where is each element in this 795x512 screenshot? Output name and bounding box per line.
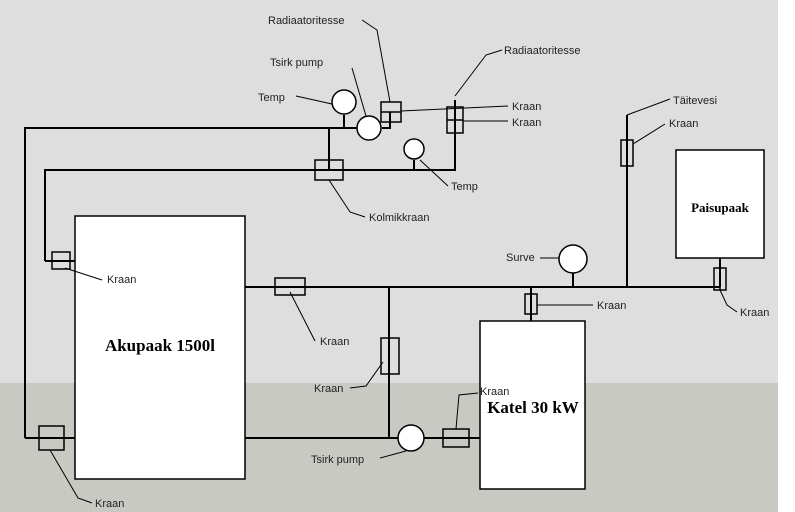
pressure-gauge xyxy=(558,244,588,274)
boiler-tank-label: Katel 30 kW xyxy=(487,398,579,417)
temperature-gauge-left xyxy=(331,89,357,115)
label-valve-accumulator-top: Kraan xyxy=(320,336,349,348)
label-pressure: Surve xyxy=(506,252,535,264)
valve-bottom-left xyxy=(38,425,65,451)
pipe-pump-to-radiator xyxy=(382,112,391,129)
expansion-tank xyxy=(675,149,765,259)
label-valve-fill: Kraan xyxy=(669,118,698,130)
label-valve-expansion: Kraan xyxy=(740,307,769,319)
boiler-tank xyxy=(479,320,586,490)
label-valve-boiler-inlet: Kraan xyxy=(480,386,509,398)
circulation-pump-bottom xyxy=(397,424,425,452)
label-valve-left: Kraan xyxy=(107,274,136,286)
label-pump-bottom: Tsirk pump xyxy=(311,454,364,466)
label-radiators-right: Radiaatoritesse xyxy=(504,45,580,57)
label-temp-right: Temp xyxy=(451,181,478,193)
label-temp-left: Temp xyxy=(258,92,285,104)
pipe-inner-loop xyxy=(44,100,456,261)
label-fill-water: Täitevesi xyxy=(673,95,717,107)
pipe-outer-loop xyxy=(24,127,363,438)
valve-fill-water xyxy=(620,139,634,167)
labels: Radiaatoritesse Radiaatoritesse Tsirk pu… xyxy=(95,15,769,510)
label-valve-bottom-left: Kraan xyxy=(95,498,124,510)
label-valve-radiator-1: Kraan xyxy=(512,101,541,113)
valve-boiler-top xyxy=(524,293,538,315)
label-valve-riser: Kraan xyxy=(314,383,343,395)
accumulator-tank xyxy=(74,215,246,480)
temperature-gauge-right xyxy=(403,138,425,160)
leader-lines xyxy=(49,19,738,504)
accumulator-tank-label: Akupaak 1500l xyxy=(105,336,215,355)
label-three-way-valve: Kolmikkraan xyxy=(369,212,430,224)
valve-radiator-1 xyxy=(380,101,402,123)
valve-accumulator-top xyxy=(274,277,306,296)
circulation-pump-top xyxy=(356,115,382,141)
valve-radiator-2 xyxy=(446,106,464,134)
valve-riser xyxy=(380,337,400,375)
label-pump-top: Tsirk pump xyxy=(270,57,323,69)
expansion-tank-label: Paisupaak xyxy=(691,200,750,215)
label-valve-boiler-top: Kraan xyxy=(597,300,626,312)
label-radiators-top: Radiaatoritesse xyxy=(268,15,344,27)
valve-left xyxy=(51,251,71,270)
label-valve-radiator-2: Kraan xyxy=(512,117,541,129)
